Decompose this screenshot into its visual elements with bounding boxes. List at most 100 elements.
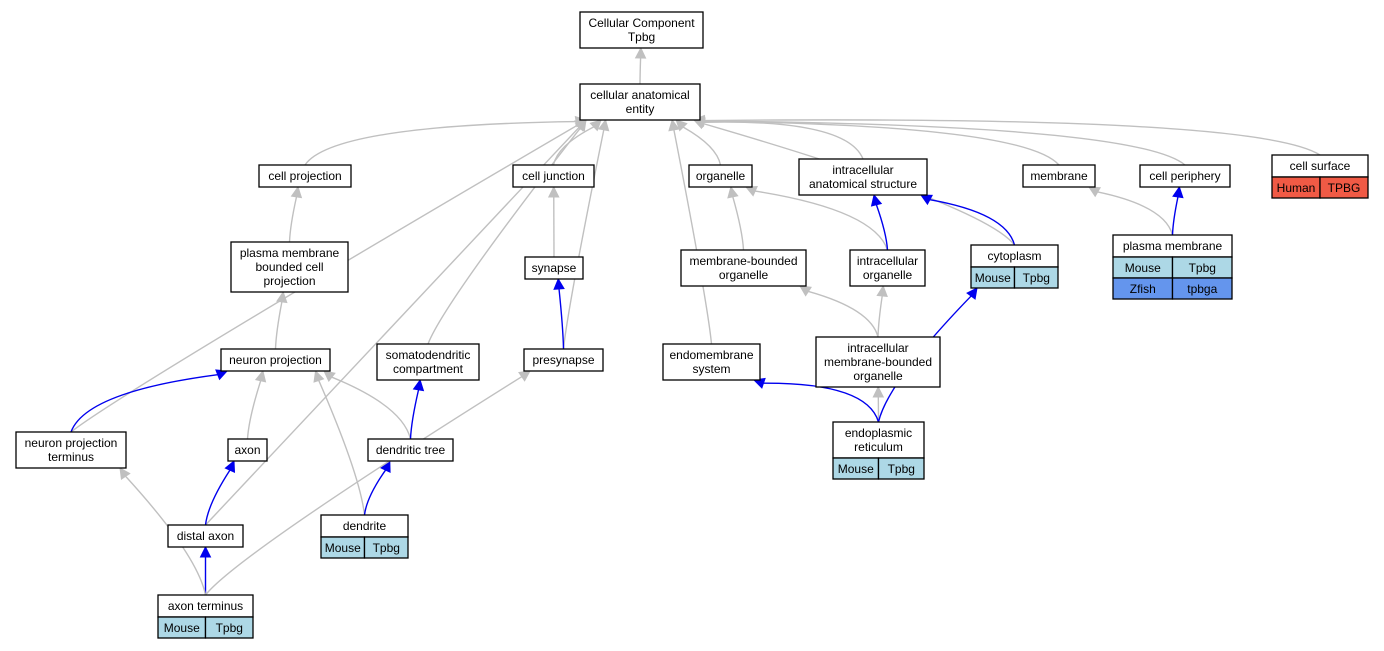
term-node-axon[interactable]: axon bbox=[227, 438, 268, 462]
edge-arrowhead bbox=[518, 370, 531, 382]
term-label-line: organelle bbox=[863, 268, 913, 282]
edge-is-a-cp-to-cae bbox=[304, 120, 577, 166]
term-box bbox=[220, 348, 331, 372]
term-node-cper[interactable]: cell periphery bbox=[1139, 164, 1231, 188]
edge-is-a-da-to-cae bbox=[204, 126, 580, 526]
term-box bbox=[258, 164, 352, 188]
edge-part-of-er-to-es bbox=[763, 382, 880, 423]
term-label-line: organelle bbox=[853, 369, 903, 383]
term-box bbox=[688, 164, 753, 188]
term-node-dt[interactable]: dendritic tree bbox=[367, 438, 454, 462]
term-box bbox=[662, 343, 761, 381]
species-label: Human bbox=[1277, 181, 1316, 195]
term-label-line: system bbox=[692, 362, 730, 376]
gene-label: Tpbg bbox=[1023, 271, 1050, 285]
term-label-line: reticulum bbox=[854, 440, 903, 454]
edge-is-a-cae-to-cc bbox=[639, 57, 642, 85]
term-box bbox=[15, 431, 127, 469]
edge-part-of-io-to-ias bbox=[875, 204, 889, 251]
term-box bbox=[512, 164, 595, 188]
term-node-cp[interactable]: cell projection bbox=[258, 164, 352, 188]
edge-is-a-np-to-pmbcp bbox=[274, 301, 283, 350]
term-node-np[interactable]: neuron projection bbox=[220, 348, 331, 372]
gene-label: tpbga bbox=[1187, 282, 1217, 296]
term-label-line: organelle bbox=[696, 169, 746, 183]
edge-arrowhead bbox=[727, 185, 739, 199]
gene-label: Tpbg bbox=[888, 462, 915, 476]
term-box bbox=[849, 249, 926, 287]
term-node-syn[interactable]: synapse bbox=[524, 256, 584, 280]
edge-is-a-mem-to-cae bbox=[703, 120, 1060, 166]
term-box bbox=[579, 83, 701, 121]
edge-part-of-dend-to-dt bbox=[363, 469, 387, 516]
gene-label: Tpbg bbox=[216, 621, 243, 635]
edge-is-a-axon-to-np bbox=[246, 380, 262, 440]
edge-is-a-pre-to-cae bbox=[562, 129, 605, 350]
term-box bbox=[579, 11, 704, 49]
term-label-line: dendrite bbox=[343, 519, 387, 533]
edge-is-a-dend-to-np bbox=[318, 380, 366, 516]
edge-arrowhead bbox=[290, 185, 303, 199]
term-label-line: axon terminus bbox=[168, 599, 243, 613]
edge-is-a-imbo-to-io bbox=[877, 295, 883, 338]
term-node-cj[interactable]: cell junction bbox=[512, 164, 595, 188]
term-label-line: compartment bbox=[393, 362, 464, 376]
edge-is-a-pm-to-mem bbox=[1097, 191, 1174, 236]
gene-label: Tpbg bbox=[373, 541, 400, 555]
edge-arrowhead bbox=[870, 193, 883, 207]
edge-arrowhead bbox=[1172, 185, 1184, 199]
edge-arrowhead bbox=[313, 369, 325, 383]
edge-arrowhead bbox=[744, 185, 758, 197]
term-label-line: synapse bbox=[532, 261, 577, 275]
term-node-org[interactable]: organelle bbox=[688, 164, 753, 188]
edge-is-a-sdc-to-cae bbox=[427, 127, 581, 345]
term-label-line: plasma membrane bbox=[1123, 239, 1223, 253]
edge-is-a-imbo-to-mbo bbox=[808, 290, 879, 338]
edge-arrowhead bbox=[553, 277, 565, 290]
term-label-line: cell junction bbox=[522, 169, 585, 183]
edge-layer bbox=[70, 46, 1321, 596]
term-label-line: neuron projection bbox=[229, 353, 322, 367]
term-node-da[interactable]: distal axon bbox=[167, 524, 244, 548]
term-label-line: projection bbox=[263, 274, 315, 288]
term-label-line: endoplasmic bbox=[845, 426, 912, 440]
term-label-line: axon bbox=[234, 443, 260, 457]
term-label-line: endomembrane bbox=[669, 348, 753, 362]
term-box bbox=[524, 256, 584, 280]
term-label-line: membrane-bounded bbox=[689, 254, 797, 268]
term-node-mem[interactable]: membrane bbox=[1022, 164, 1096, 188]
edge-is-a-pmbcp-to-cp bbox=[288, 196, 298, 243]
term-node-pre[interactable]: presynapse bbox=[523, 348, 604, 372]
term-label-line: terminus bbox=[48, 450, 94, 464]
term-label-line: bounded cell bbox=[255, 260, 323, 274]
edge-part-of-pre-to-syn bbox=[558, 288, 565, 350]
gene-cell bbox=[1171, 277, 1233, 300]
term-box bbox=[680, 249, 807, 287]
species-label: Mouse bbox=[164, 621, 200, 635]
edge-arrowhead bbox=[668, 118, 680, 132]
species-label: Mouse bbox=[975, 271, 1011, 285]
term-box bbox=[1139, 164, 1231, 188]
edge-part-of-npt-to-np bbox=[70, 373, 218, 433]
edge-part-of-dt-to-sdc bbox=[409, 389, 420, 440]
gene-cell bbox=[877, 457, 925, 480]
term-label-line: dendritic tree bbox=[376, 443, 446, 457]
